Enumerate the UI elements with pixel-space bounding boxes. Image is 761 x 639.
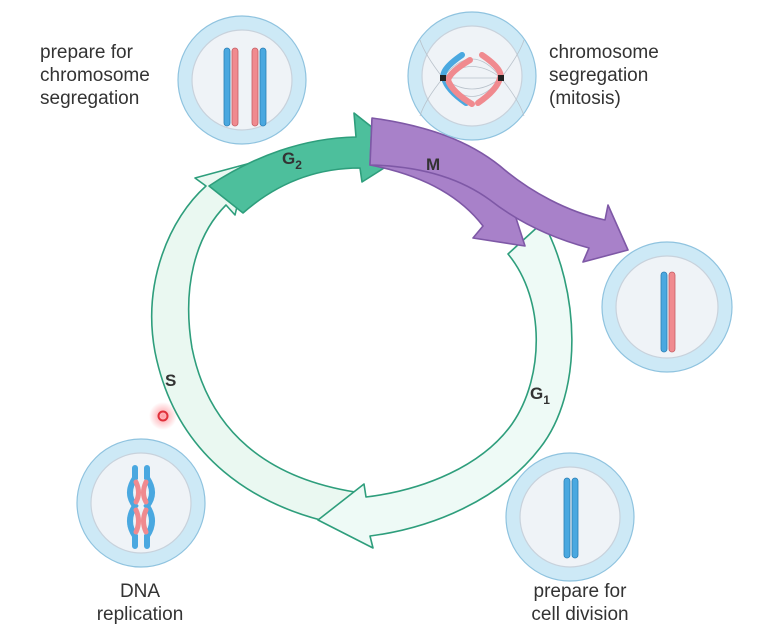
caption-chromosome-segregation-mitosis: chromosome segregation (mitosis) — [549, 42, 659, 109]
g2-phase-label: G2 — [282, 149, 302, 172]
cell-g1 — [505, 452, 635, 582]
cell-g2 — [177, 15, 307, 145]
s-phase-arrow — [151, 163, 361, 529]
g1-phase-label: G1 — [530, 384, 550, 407]
m-phase-arrow-main — [369, 117, 629, 263]
caption-dna-replication: DNA replication — [96, 581, 184, 625]
cursor-marker — [149, 402, 177, 430]
cell-daughter — [601, 241, 733, 373]
caption-prepare-cell-division: prepare for cell division — [531, 581, 629, 625]
g1-phase-arrow — [317, 221, 573, 549]
cell-s — [76, 438, 206, 568]
caption-prepare-chromosome-segregation: prepare for chromosome segregation — [40, 42, 150, 109]
m-phase-label: M — [426, 155, 440, 174]
s-phase-label: S — [165, 371, 176, 390]
cell-mitosis — [407, 11, 537, 141]
